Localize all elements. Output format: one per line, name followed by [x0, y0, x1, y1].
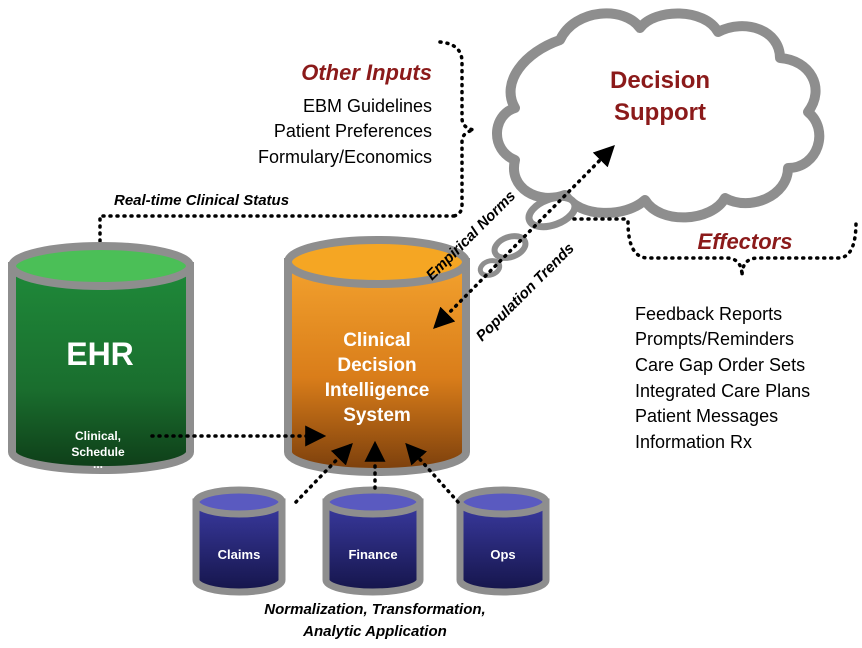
effectors-item: Care Gap Order Sets	[635, 355, 805, 375]
effectors-list: Feedback Reports Prompts/Reminders Care …	[635, 304, 810, 452]
ehr-subtitle-line3: ...	[93, 457, 103, 471]
ehr-database: EHR Clinical, Schedule ...	[7, 242, 194, 474]
other-inputs-item: EBM Guidelines	[303, 96, 432, 116]
cdis-line1: Clinical	[343, 330, 411, 351]
cdis-line4: System	[343, 405, 411, 426]
effectors-item: Integrated Care Plans	[635, 381, 810, 401]
effectors-heading: Effectors	[698, 229, 793, 254]
population-trends-label: Population Trends	[473, 240, 578, 345]
connector-arrows	[150, 145, 615, 504]
ehr-title: EHR	[66, 336, 134, 372]
claims-database: Claims	[192, 486, 286, 596]
cdis-line3: Intelligence	[325, 380, 430, 401]
decision-support-line1: Decision	[610, 67, 710, 94]
decision-support-cloud: Decision Support	[492, 8, 825, 223]
bottom-caption-line2: Analytic Application	[302, 623, 447, 640]
cdis-to-decision-support-arrow	[433, 145, 615, 329]
claims-to-cdis-arrow	[294, 442, 353, 504]
effectors-bracket	[626, 220, 858, 277]
ehr-subtitle-line2: Schedule	[71, 445, 125, 459]
effectors-item: Information Rx	[635, 432, 752, 452]
effectors-item: Prompts/Reminders	[635, 329, 794, 349]
effectors-item: Feedback Reports	[635, 304, 782, 324]
realtime-clinical-status-label: Real-time Clinical Status	[114, 192, 289, 209]
other-inputs-heading: Other Inputs	[301, 60, 432, 85]
claims-label: Claims	[218, 547, 261, 562]
ops-database: Ops	[456, 486, 550, 596]
bottom-caption-line1: Normalization, Transformation,	[264, 601, 485, 618]
thought-bubble-small	[477, 258, 503, 278]
effectors-item: Patient Messages	[635, 406, 778, 426]
other-inputs-item: Formulary/Economics	[258, 147, 432, 167]
decision-support-line2: Support	[614, 99, 706, 126]
ops-label: Ops	[490, 547, 515, 562]
other-inputs-block: Other Inputs EBM Guidelines Patient Pref…	[258, 60, 432, 167]
cdis-line2: Decision	[337, 355, 416, 376]
finance-database: Finance	[322, 486, 424, 596]
finance-label: Finance	[348, 547, 397, 562]
cdis-database: Clinical Decision Intelligence System	[284, 236, 470, 476]
ops-to-cdis-arrow	[405, 442, 460, 504]
other-inputs-item: Patient Preferences	[274, 121, 432, 141]
ehr-subtitle-line1: Clinical,	[75, 429, 121, 443]
other-inputs-bracket	[438, 40, 475, 218]
